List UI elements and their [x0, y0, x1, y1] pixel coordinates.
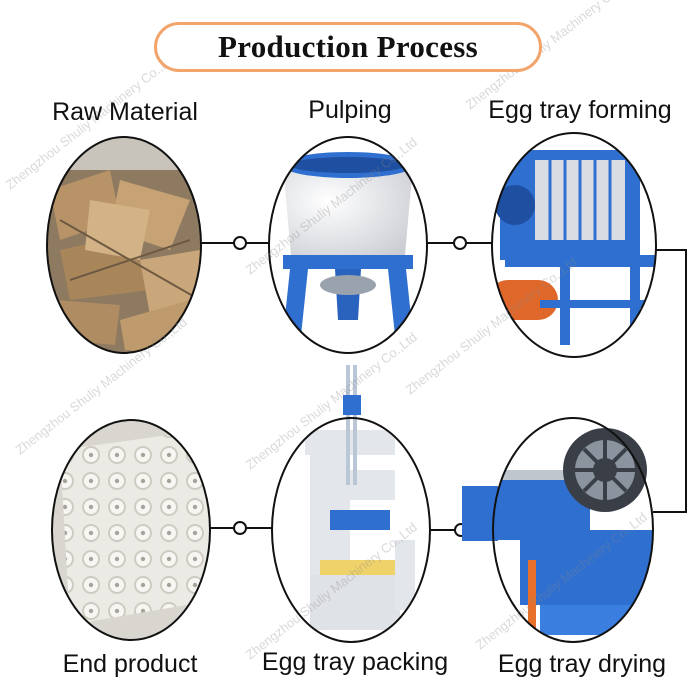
pulping-frame — [268, 136, 428, 354]
end-product-image — [52, 420, 210, 640]
step-label-egg-tray-drying: Egg tray drying — [497, 650, 667, 678]
step-label-end-product: End product — [62, 650, 198, 678]
title-banner: Production Process — [154, 22, 542, 72]
egg-tray-drying-image — [462, 418, 653, 642]
connector-dot — [453, 236, 467, 250]
egg-tray-packing-frame — [271, 417, 431, 643]
step-label-pulping: Pulping — [308, 96, 392, 124]
step-label-egg-tray-packing: Egg tray packing — [261, 648, 449, 676]
raw-material-frame — [46, 136, 202, 354]
step-label-egg-tray-forming: Egg tray forming — [488, 96, 672, 124]
egg-tray-forming-image — [492, 133, 656, 357]
diagram-title: Production Process — [218, 29, 478, 64]
connector-dot — [233, 236, 247, 250]
connector-forming-drying — [653, 249, 687, 513]
connector-dot — [233, 521, 247, 535]
egg-tray-packing-image — [272, 365, 430, 642]
connector-dots — [233, 236, 468, 537]
egg-tray-forming-frame — [491, 132, 657, 358]
step-label-raw-material: Raw Material — [52, 98, 198, 126]
end-product-frame — [51, 419, 211, 641]
egg-tray-drying-frame — [492, 417, 654, 643]
